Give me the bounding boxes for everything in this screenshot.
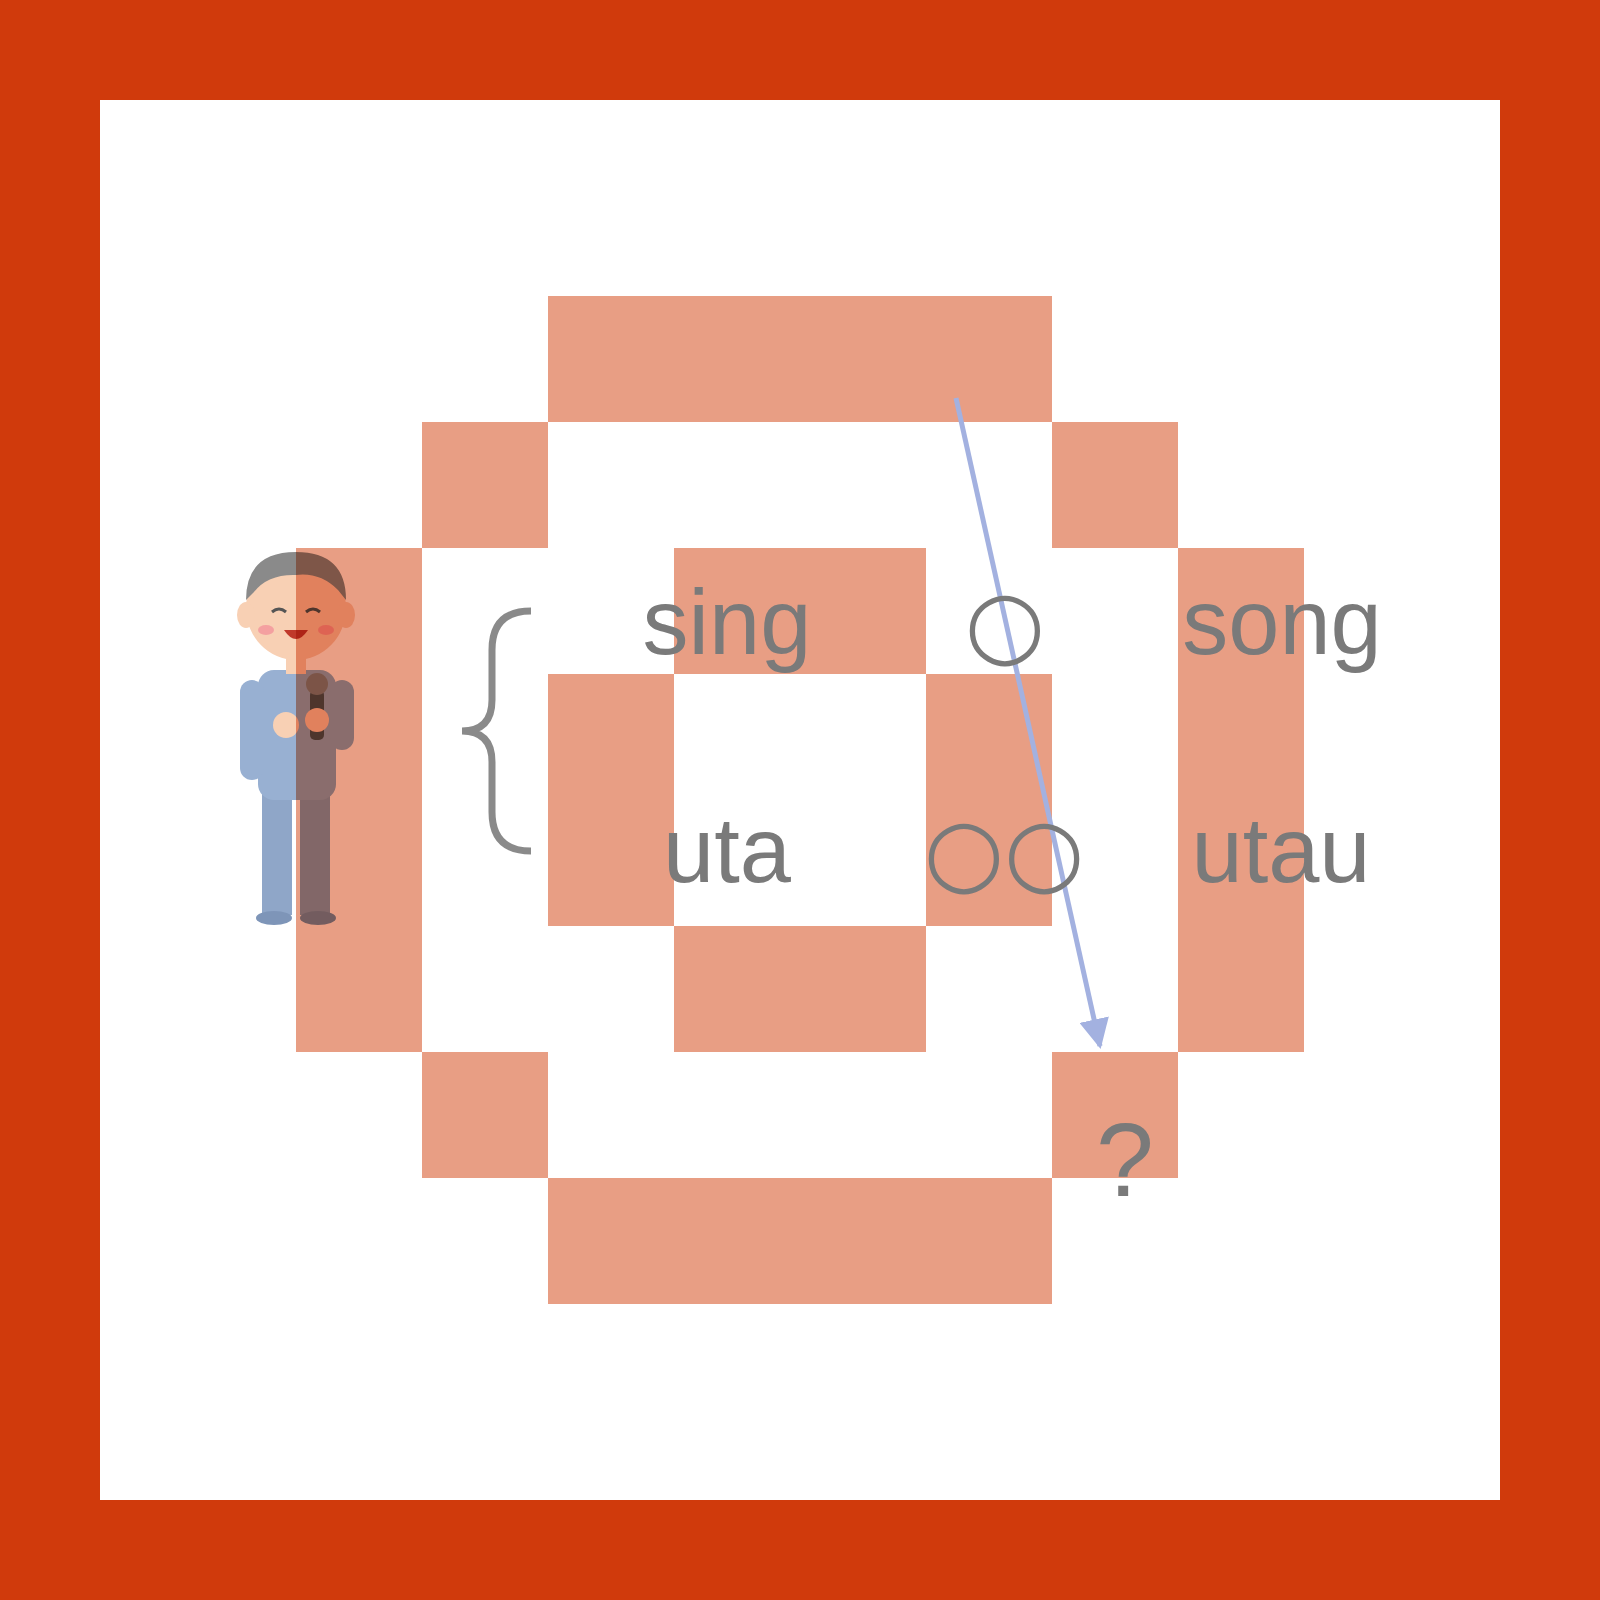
pixel-cell — [548, 800, 674, 926]
pixel-cell — [1052, 422, 1178, 548]
pixel-cell — [800, 1178, 926, 1304]
pixel-cell — [674, 296, 800, 422]
pixel-cell — [800, 296, 926, 422]
match-mark: ○ — [965, 578, 1045, 670]
pixel-cell — [926, 1178, 1052, 1304]
pixel-cell — [548, 296, 674, 422]
japanese-word: uta — [663, 804, 791, 896]
english-word: sing — [643, 576, 812, 668]
pixel-cell — [1178, 926, 1304, 1052]
pixel-cell — [674, 1178, 800, 1304]
pixel-cell — [800, 548, 926, 674]
pixel-cell — [926, 296, 1052, 422]
pixel-cell — [548, 674, 674, 800]
match-mark: ○○ — [924, 806, 1085, 898]
japanese-word: utau — [1191, 804, 1370, 896]
pixel-cell — [296, 674, 422, 800]
pointer-arrow — [956, 398, 1100, 1046]
pixel-cell — [548, 1178, 674, 1304]
question-mark: ? — [1096, 1108, 1154, 1212]
pixel-cell — [674, 926, 800, 1052]
pixel-cell — [422, 422, 548, 548]
pixel-cell — [296, 548, 422, 674]
pixel-cell — [422, 1052, 548, 1178]
pixel-cell — [296, 926, 422, 1052]
pixel-cell — [800, 926, 926, 1052]
pixel-cell — [296, 800, 422, 926]
english-word: song — [1182, 576, 1382, 668]
curly-brace — [462, 611, 531, 851]
pixel-cell — [1178, 674, 1304, 800]
